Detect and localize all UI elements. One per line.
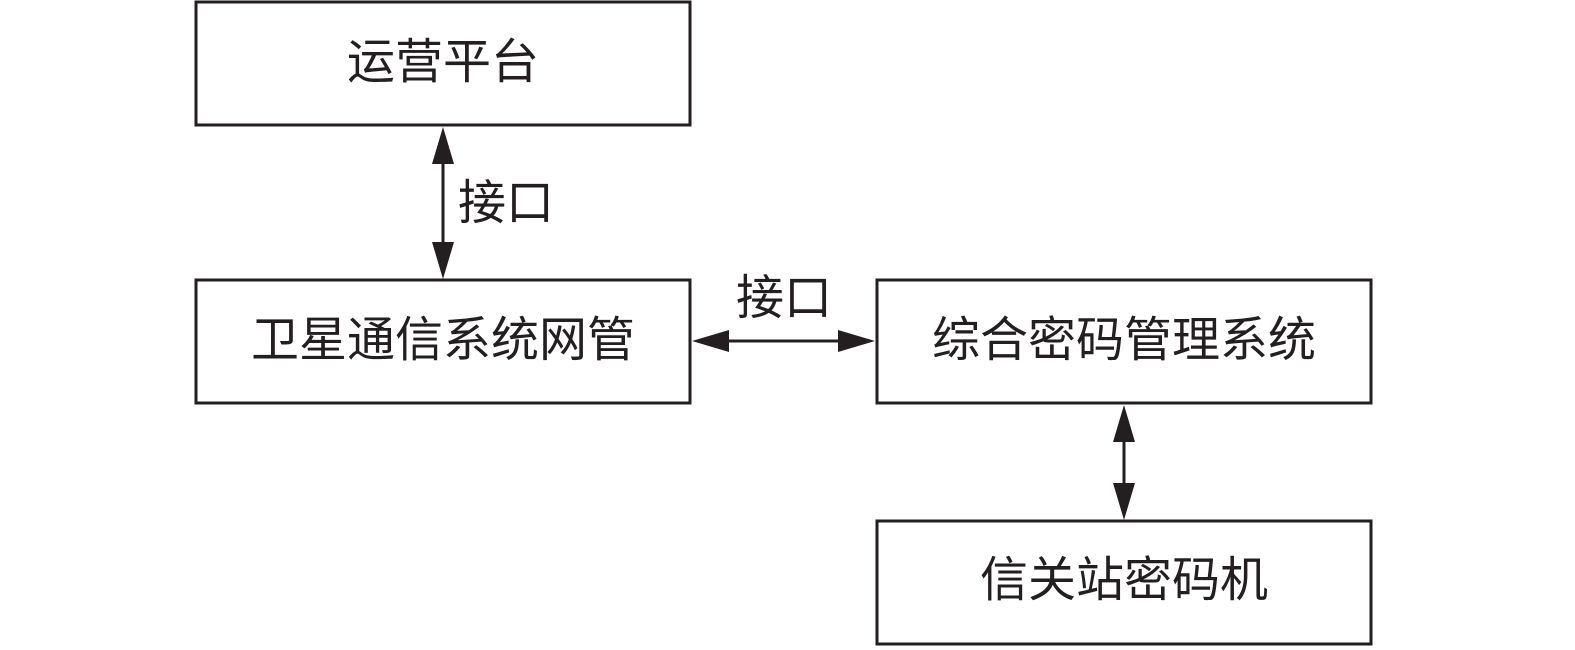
node-gateway-crypto-box bbox=[875, 519, 1373, 646]
edge-platform-nms-arrowhead-up bbox=[432, 127, 454, 164]
edge-kms-gateway-arrowhead-down bbox=[1113, 483, 1135, 520]
node-key-management-system-box bbox=[875, 278, 1373, 405]
edge-nms-kms: 接口 bbox=[692, 270, 875, 352]
edge-platform-nms-label: 接口 bbox=[458, 175, 554, 231]
node-gateway-crypto: 信关站密码机 bbox=[875, 519, 1373, 646]
node-operations-platform-label: 运营平台 bbox=[347, 34, 539, 90]
node-key-management-system: 综合密码管理系统 bbox=[875, 278, 1373, 405]
edge-platform-nms: 接口 bbox=[432, 127, 554, 279]
edge-kms-gateway bbox=[1113, 405, 1135, 520]
edge-nms-kms-arrowhead-right bbox=[838, 330, 875, 352]
node-satellite-nms-box bbox=[194, 278, 692, 405]
edge-kms-gateway-arrowhead-up bbox=[1113, 405, 1135, 442]
node-operations-platform: 运营平台 bbox=[194, 0, 692, 127]
node-satellite-nms-label: 卫星通信系统网管 bbox=[251, 312, 635, 368]
edge-nms-kms-label: 接口 bbox=[736, 270, 832, 326]
node-key-management-system-label: 综合密码管理系统 bbox=[932, 312, 1316, 368]
edge-nms-kms-arrowhead-left bbox=[692, 330, 729, 352]
node-operations-platform-box bbox=[194, 0, 692, 127]
node-satellite-nms: 卫星通信系统网管 bbox=[194, 278, 692, 405]
edge-platform-nms-arrowhead-down bbox=[432, 242, 454, 279]
node-gateway-crypto-label: 信关站密码机 bbox=[980, 552, 1268, 608]
